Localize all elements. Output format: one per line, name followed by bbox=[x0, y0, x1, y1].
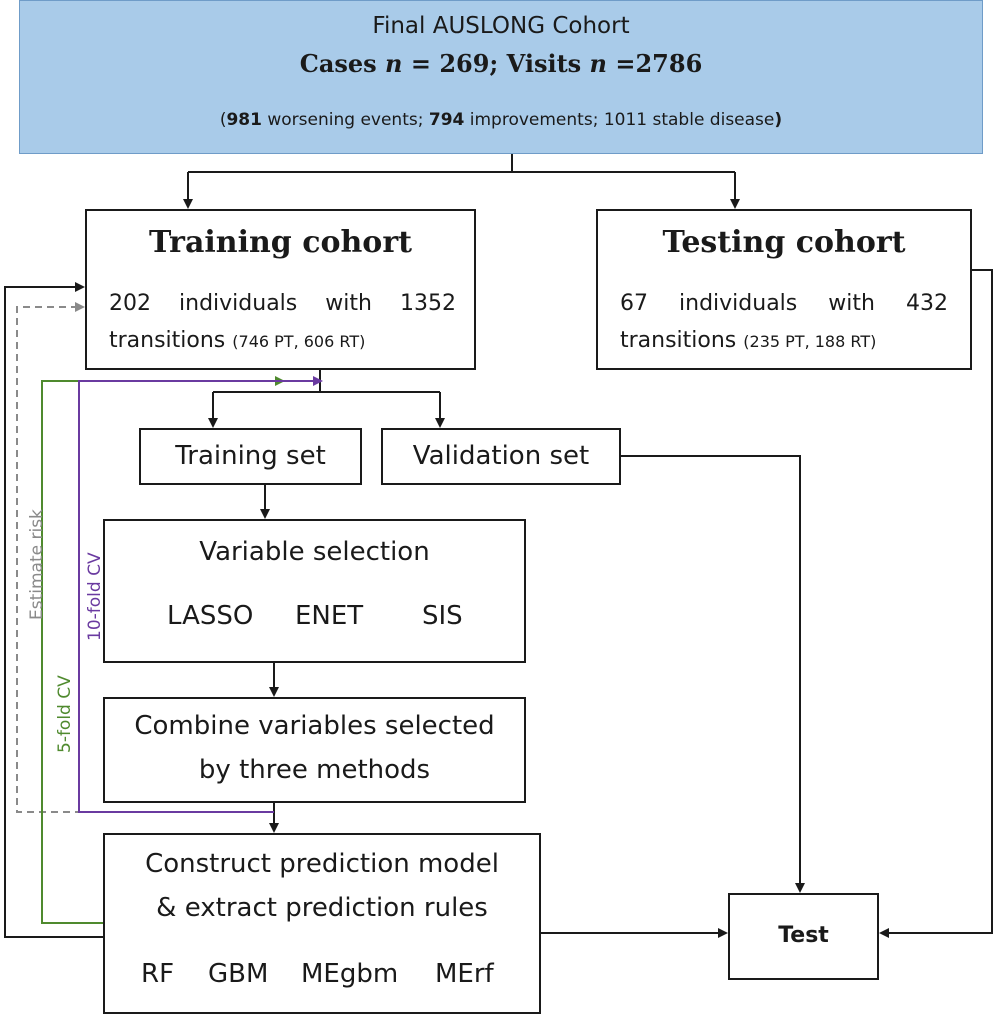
method-sis: SIS bbox=[422, 601, 463, 631]
combine-variables-box: Combine variables selected by three meth… bbox=[103, 697, 526, 803]
validation-set-box: Validation set bbox=[381, 428, 621, 485]
testing-cohort-word: 432 bbox=[905, 291, 948, 316]
test-box: Test bbox=[728, 893, 879, 980]
estimate-risk-loop bbox=[16, 302, 274, 813]
training-cohort-line2: transitions (746 PT, 606 RT) bbox=[109, 324, 365, 359]
cases-n-symbol: n bbox=[385, 49, 403, 78]
worsening-text: worsening events; bbox=[261, 110, 429, 130]
variable-selection-title: Variable selection bbox=[199, 537, 430, 567]
method-lasso: LASSO bbox=[167, 601, 254, 631]
training-cohort-word: 202 bbox=[109, 291, 151, 316]
testing-cohort-line1: 67 individuals with 432 bbox=[620, 287, 948, 321]
test-label: Test bbox=[778, 923, 829, 948]
testing-cohort-title: Testing cohort bbox=[662, 225, 906, 260]
model-merf: MErf bbox=[435, 959, 494, 989]
testing-transitions: transitions bbox=[620, 328, 744, 353]
model-gbm: GBM bbox=[208, 959, 269, 989]
visits-label: Visits bbox=[506, 49, 590, 78]
ten-fold-cv-loop bbox=[78, 376, 323, 813]
testing-cohort-word: 67 bbox=[620, 291, 648, 316]
worsening-count: 981 bbox=[226, 110, 262, 130]
training-cohort-word: 1352 bbox=[399, 291, 456, 316]
method-enet: ENET bbox=[295, 601, 364, 631]
variable-selection-box: Variable selection LASSO ENET SIS bbox=[103, 519, 526, 663]
testing-to-test-arrow bbox=[879, 269, 993, 938]
testing-cohort-word: individuals bbox=[679, 291, 798, 316]
improvements-text: improvements; 1011 stable disease bbox=[464, 110, 775, 130]
training-pt-rt: (746 PT, 606 RT) bbox=[232, 332, 366, 351]
testing-cohort-line2: transitions (235 PT, 188 RT) bbox=[620, 324, 876, 359]
combine-line1: Combine variables selected bbox=[134, 711, 495, 741]
testing-pt-rt: (235 PT, 188 RT) bbox=[743, 332, 877, 351]
model-rf: RF bbox=[141, 959, 175, 989]
combine-line2: by three methods bbox=[198, 755, 431, 785]
cohort-counts: Cases n = 269; Visits n =2786 bbox=[20, 49, 982, 78]
training-cohort-word: with bbox=[325, 291, 372, 316]
training-cohort-line1: 202 individuals with 1352 bbox=[109, 287, 456, 321]
validation-to-test-arrow bbox=[621, 455, 805, 893]
construct-feedback-loop bbox=[4, 282, 103, 938]
testing-cohort-word: with bbox=[828, 291, 875, 316]
testing-cohort-box: Testing cohort 67 individuals with 432 t… bbox=[596, 209, 972, 370]
cohort-events: (981 worsening events; 794 improvements;… bbox=[20, 110, 982, 130]
final-cohort-box: Final AUSLONG Cohort Cases n = 269; Visi… bbox=[19, 0, 983, 154]
estimate-risk-label: Estimate risk bbox=[27, 509, 47, 620]
model-megbm: MEgbm bbox=[301, 959, 399, 989]
construct-line2: & extract prediction rules bbox=[156, 893, 488, 923]
training-cohort-title: Training cohort bbox=[149, 225, 412, 260]
cases-label: Cases bbox=[299, 49, 386, 78]
ten-fold-cv-label: 10-fold CV bbox=[85, 552, 105, 641]
training-transitions: transitions bbox=[109, 328, 233, 353]
paren-open: ( bbox=[219, 110, 227, 130]
training-set-box: Training set bbox=[139, 428, 362, 485]
cases-value: = 269; bbox=[402, 49, 507, 78]
five-fold-cv-label: 5-fold CV bbox=[55, 675, 75, 753]
construct-model-box: Construct prediction model & extract pre… bbox=[103, 833, 541, 1014]
training-cohort-word: individuals bbox=[179, 291, 298, 316]
training-set-label: Training set bbox=[175, 441, 326, 471]
visits-value: =2786 bbox=[607, 49, 703, 78]
visits-n-symbol: n bbox=[589, 49, 607, 78]
improvements-count: 794 bbox=[428, 110, 465, 130]
construct-line1: Construct prediction model bbox=[145, 849, 499, 879]
training-cohort-box: Training cohort 202 individuals with 135… bbox=[85, 209, 476, 370]
cohort-title: Final AUSLONG Cohort bbox=[372, 13, 630, 39]
paren-close: ) bbox=[774, 110, 783, 130]
validation-set-label: Validation set bbox=[412, 441, 590, 471]
